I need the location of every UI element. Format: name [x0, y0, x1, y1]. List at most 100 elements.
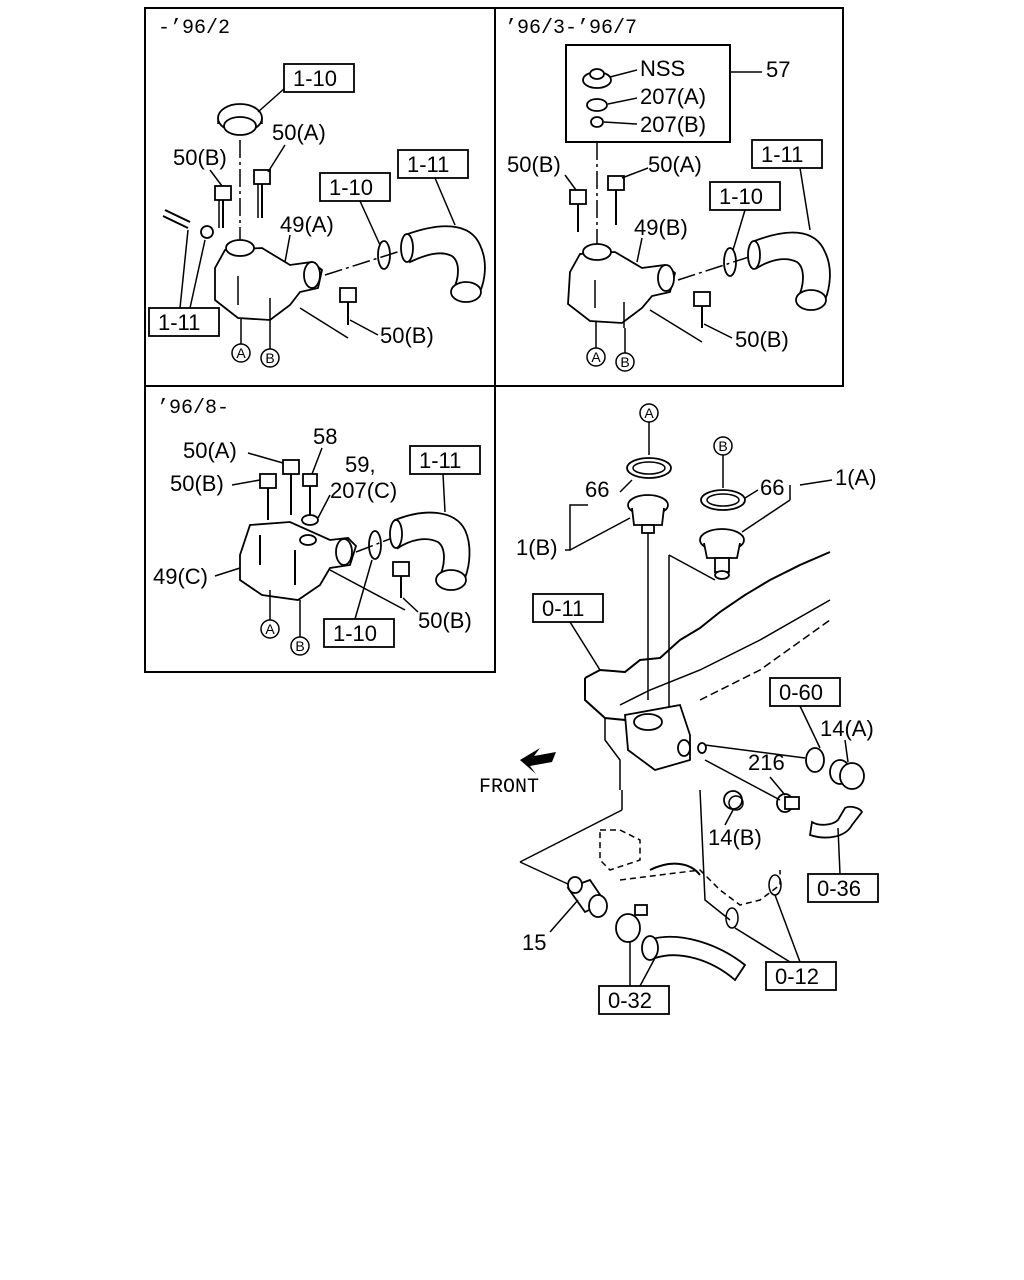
plug-14b: [723, 790, 744, 811]
panel-1-header: -’96/2: [158, 17, 230, 40]
bolt-50b-p3: [259, 473, 277, 520]
ref-1-10-p1b: 1-10: [329, 175, 373, 200]
label-14b: 14(B): [708, 825, 762, 850]
bolt-50a-p2: [607, 175, 625, 225]
thermostat-1a: [699, 528, 745, 580]
bolt-50a-p1: [253, 169, 271, 218]
label-59: 59,: [345, 452, 376, 477]
thermostat-housing-49b: [567, 243, 677, 328]
label-50b-p3-lower: 50(B): [418, 608, 472, 633]
label-58: 58: [313, 424, 337, 449]
bolt-50b-p2-lower: [693, 291, 711, 328]
panel-2: 57 NSS 207(A) 207(B) 50(A) 50(B): [507, 44, 831, 372]
label-57: 57: [766, 57, 790, 82]
marker-b-p1-text: B: [265, 350, 274, 366]
marker-b-p3-text: B: [295, 638, 304, 654]
ref-box-1-11-p3: [409, 445, 481, 475]
ref-box-1-10-p1: [283, 63, 355, 93]
bolt-50b-p3-lower: [392, 561, 410, 598]
ref-box-0-11: [532, 593, 604, 623]
bolt-50b-p1: [214, 185, 232, 228]
ref-0-11: 0-11: [542, 596, 584, 621]
label-50a-p2: 50(A): [648, 152, 702, 177]
ref-0-12: 0-12: [775, 964, 819, 989]
bolt-50a-p3: [282, 459, 300, 515]
ref-1-11-p2: 1-11: [761, 142, 803, 167]
hose-0-32: [641, 935, 747, 982]
seal-207a: [586, 98, 608, 112]
plug-14a: [829, 759, 865, 790]
ref-box-0-12: [765, 961, 837, 991]
thermostat-housing-49c: [239, 521, 358, 601]
label-66-left: 66: [585, 477, 609, 502]
panel-2-header: ’96/3-’96/7: [505, 17, 637, 40]
ref-1-11-p1b: 1-11: [158, 310, 200, 335]
ref-1-10-p3: 1-10: [333, 621, 377, 646]
label-50a-p3: 50(A): [183, 438, 237, 463]
marker-a-main-text: A: [644, 405, 654, 421]
label-49b: 49(B): [634, 215, 688, 240]
radiator-cap: [217, 103, 263, 136]
bolt-50b-p2: [569, 189, 587, 232]
panel-3-frame: [144, 385, 496, 673]
ref-box-0-32: [598, 985, 670, 1015]
ref-box-1-11-p1b: [148, 307, 220, 337]
ref-0-60: 0-60: [779, 680, 823, 705]
marker-a-p3-text: A: [265, 621, 275, 637]
marker-a-p1-text: A: [236, 345, 246, 361]
thermostat-1b: [627, 494, 669, 534]
ref-1-11-p3: 1-11: [419, 448, 461, 473]
hose-1-11-p3: [389, 511, 471, 591]
ref-box-1-10-p1b: [319, 172, 391, 202]
label-1a: 1(A): [835, 465, 877, 490]
seal-207b: [590, 116, 604, 128]
hose-1-11-p1: [400, 225, 486, 303]
washer-0-60: [805, 747, 825, 773]
marker-b-main-text: B: [718, 438, 727, 454]
label-216: 216: [748, 750, 785, 775]
label-49a: 49(A): [280, 212, 334, 237]
fitting-15: [566, 876, 608, 918]
ref-1-10-p2: 1-10: [719, 184, 763, 209]
panel-3-header: ’96/8-: [157, 397, 229, 420]
ref-box-1-11-p1: [397, 149, 469, 179]
hose-0-36: [808, 805, 864, 839]
clamp-0-32: [615, 904, 648, 943]
marker-b-p2-text: B: [620, 354, 629, 370]
label-14a: 14(A): [820, 716, 874, 741]
cylinder-head: [584, 551, 831, 790]
panel-1: 1-10 50(A) 50(B) 49(A): [148, 63, 486, 368]
label-207c: 207(C): [330, 478, 397, 503]
front-arrow-icon: [520, 748, 556, 774]
ref-box-0-36: [807, 873, 879, 903]
label-50b-p3-top: 50(B): [170, 471, 224, 496]
ref-box-1-10-p2: [709, 181, 781, 211]
label-207b-p2: 207(B): [640, 112, 706, 137]
ref-0-32: 0-32: [608, 988, 652, 1013]
kit-57-frame: [565, 44, 731, 143]
label-50b-p2-top: 50(B): [507, 152, 561, 177]
hose-1-11-p2: [747, 231, 831, 311]
main-assembly: A B 66 66 1(B) 1(A): [479, 403, 879, 1015]
label-50b-p1-lower: 50(B): [380, 323, 434, 348]
label-15: 15: [522, 930, 546, 955]
marker-a-p2-text: A: [591, 349, 601, 365]
nss-part: [582, 68, 612, 89]
label-207a-p2: 207(A): [640, 84, 706, 109]
ref-box-1-10-p3: [323, 618, 395, 648]
seal-207c: [301, 514, 319, 526]
label-50a-p1: 50(A): [272, 120, 326, 145]
thermostat-housing-49a: [214, 239, 324, 325]
panel-3: 50(A) 58 50(B) 59, 207(C) 49(C): [153, 424, 481, 656]
ref-box-1-11-p2: [751, 139, 823, 169]
label-49c: 49(C): [153, 564, 208, 589]
label-50b-p2-lower: 50(B): [735, 327, 789, 352]
panel-2-frame: [494, 7, 844, 387]
label-nss: NSS: [640, 56, 685, 81]
bolt-50b-p1-lower: [339, 287, 357, 325]
sensor-216: [776, 793, 800, 813]
gasket-1-10-p3: [368, 530, 382, 560]
gasket-1-10-p2: [723, 247, 737, 277]
